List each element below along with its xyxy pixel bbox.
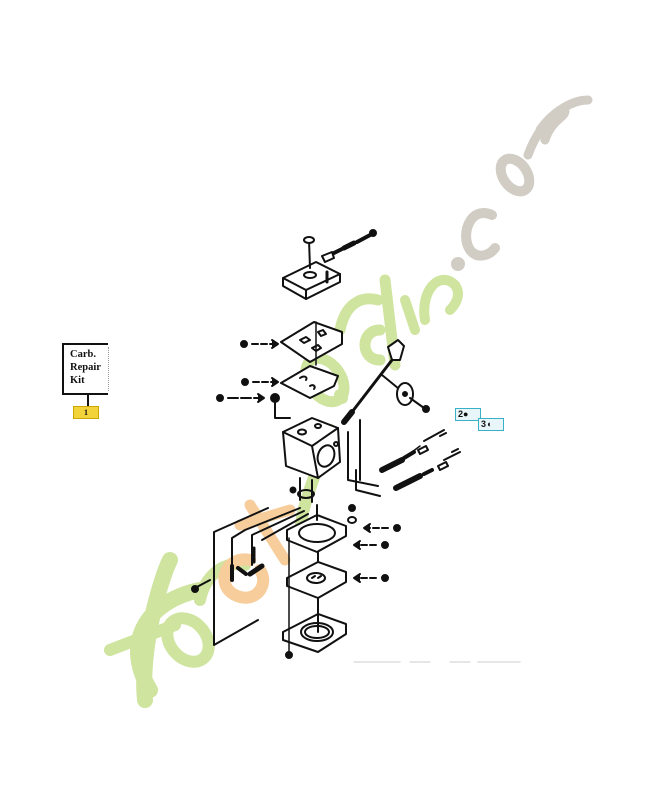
carburetor-body	[282, 417, 341, 503]
kit-connector-line	[87, 393, 89, 407]
kit-indicator-arrows	[216, 339, 279, 403]
kit-line-1: Carb.	[70, 349, 96, 360]
top-cover-assembly	[282, 229, 377, 300]
kit-label-text: Carb. Repair Kit	[70, 348, 101, 387]
throttle-shaft	[341, 339, 430, 425]
carb-repair-kit-label: Carb. Repair Kit	[62, 343, 109, 395]
callout-2: 2●	[455, 408, 481, 421]
diaphragm	[280, 365, 339, 399]
kit-line-2: Repair	[70, 362, 101, 373]
upper-gasket	[280, 321, 343, 366]
watermark	[104, 95, 593, 708]
kit-indicator-arrows-right	[353, 523, 401, 583]
mixture-needles	[347, 419, 461, 497]
fuel-pump-diaphragm	[286, 551, 347, 613]
bottom-cover	[282, 537, 347, 659]
kit-part-number-badge: 1	[73, 406, 99, 419]
kit-line-3: Kit	[70, 375, 85, 386]
dotted-edge	[108, 347, 109, 391]
mounting-screws	[191, 507, 309, 646]
fuel-pump-gasket	[286, 504, 357, 553]
callout-3: 3◖	[478, 418, 504, 431]
